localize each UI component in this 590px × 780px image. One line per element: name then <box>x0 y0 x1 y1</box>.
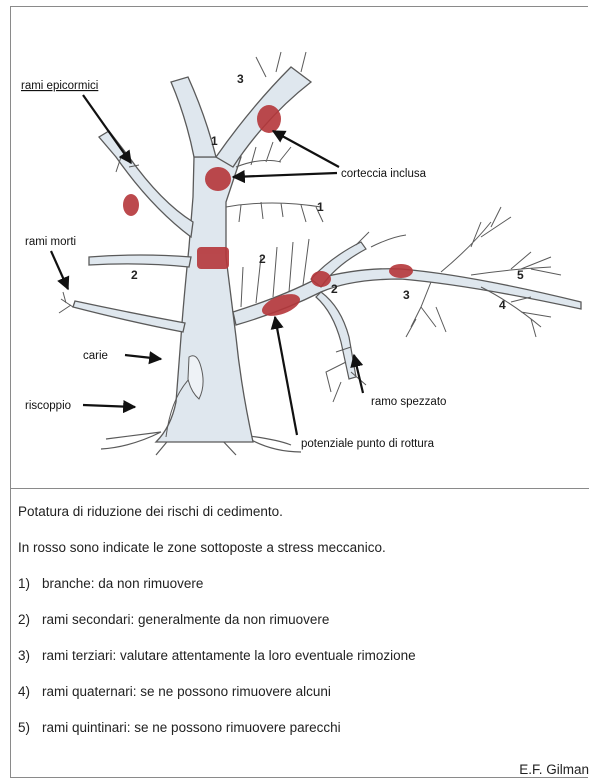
item-text: rami terziari: valutare attentamente la … <box>42 648 416 663</box>
num-3-right: 3 <box>403 288 410 302</box>
label-corteccia-inclusa: corteccia inclusa <box>341 168 427 180</box>
num-5-right: 5 <box>517 268 524 282</box>
item-number: 2) <box>18 612 42 627</box>
arrow-riscoppio <box>83 405 135 407</box>
item-number: 3) <box>18 648 42 663</box>
caption-item-4: 4)rami quaternari: se ne possono rimuove… <box>18 684 331 699</box>
arrow-rami-morti <box>51 251 68 289</box>
item-text: rami secondari: generalmente da non rimu… <box>42 612 329 627</box>
item-text: rami quintinari: se ne possono rimuovere… <box>42 720 341 735</box>
arrow-corteccia-1 <box>233 173 337 177</box>
caption-subtitle: In rosso sono indicate le zone sottopost… <box>18 540 386 555</box>
num-4-right: 4 <box>499 298 506 312</box>
figure-frame: 1 3 1 2 2 2 3 4 5 rami epicormici rami m… <box>10 6 588 778</box>
num-1-right: 1 <box>317 200 324 214</box>
item-number: 4) <box>18 684 42 699</box>
label-rami-epicormici: rami epicormici <box>21 80 98 92</box>
num-2-left: 2 <box>131 268 138 282</box>
label-carie: carie <box>83 350 108 362</box>
label-potenziale-punto: potenziale punto di rottura <box>301 438 435 450</box>
caption-item-2: 2)rami secondari: generalmente da non ri… <box>18 612 329 627</box>
caption-item-3: 3)rami terziari: valutare attentamente l… <box>18 648 416 663</box>
num-1-top: 1 <box>211 134 218 148</box>
item-text: rami quaternari: se ne possono rimuovere… <box>42 684 331 699</box>
divider-line <box>11 488 589 489</box>
left-horizontal-branch <box>89 255 191 267</box>
arrow-carie <box>125 355 161 359</box>
broken-branch <box>316 292 356 379</box>
num-2-lower: 2 <box>331 282 338 296</box>
tree-diagram: 1 3 1 2 2 2 3 4 5 rami epicormici rami m… <box>11 7 589 487</box>
item-number: 1) <box>18 576 42 591</box>
caption-item-5: 5)rami quintinari: se ne possono rimuove… <box>18 720 341 735</box>
caption-block: Potatura di riduzione dei rischi di cedi… <box>11 492 589 772</box>
item-text: branche: da non rimuovere <box>42 576 203 591</box>
num-2-center: 2 <box>259 252 266 266</box>
left-epicormic-branch <box>99 131 193 237</box>
num-3-top: 3 <box>237 72 244 86</box>
item-number: 5) <box>18 720 42 735</box>
central-leader <box>171 77 216 157</box>
caption-item-1: 1)branche: da non rimuovere <box>18 576 203 591</box>
label-riscoppio: riscoppio <box>25 400 71 412</box>
label-rami-morti: rami morti <box>25 236 76 248</box>
credit-author: E.F. Gilman <box>519 762 589 777</box>
label-ramo-spezzato: ramo spezzato <box>371 396 446 408</box>
arrow-epicormici <box>83 95 131 163</box>
arrow-potenziale <box>275 317 297 435</box>
caption-title: Potatura di riduzione dei rischi di cedi… <box>18 504 283 519</box>
twigs <box>59 52 561 437</box>
tree-trunk <box>156 157 253 442</box>
dead-branch <box>73 301 185 332</box>
arrow-corteccia-2 <box>273 131 339 167</box>
